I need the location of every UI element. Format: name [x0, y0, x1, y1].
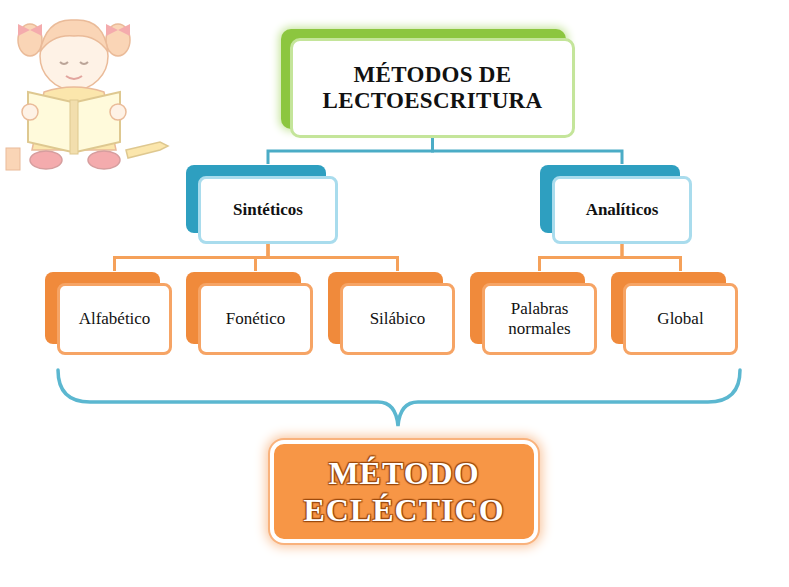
node-label: Global — [657, 309, 703, 329]
grouping-bracket — [58, 370, 740, 426]
node-label: Silábico — [370, 309, 426, 329]
node-label: Alfabético — [79, 309, 151, 329]
node-label: Sintéticos — [233, 200, 303, 220]
tree-connector — [268, 138, 433, 164]
method-box: Global — [623, 283, 738, 355]
result-box: MÉTODO ECLÉCTICO — [270, 440, 538, 543]
category-box: Sintéticos — [198, 176, 338, 244]
method-box: Fonético — [198, 283, 313, 355]
node-label: Fonético — [226, 309, 286, 329]
tree-connector — [115, 244, 269, 271]
reading-girl-illustration — [6, 20, 168, 170]
root-box: MÉTODOS DE LECTOESCRITURA — [290, 38, 575, 138]
node-label: Palabras normales — [493, 299, 586, 338]
tree-connector — [256, 244, 269, 271]
tree-connector — [433, 138, 623, 164]
method-box: Palabras normales — [482, 283, 597, 355]
node-label: MÉTODOS DE LECTOESCRITURA — [307, 62, 558, 115]
category-box: Analíticos — [552, 176, 692, 244]
tree-connector — [268, 244, 398, 271]
method-box: Alfabético — [57, 283, 172, 355]
tree-connector — [622, 244, 681, 271]
method-box: Silábico — [340, 283, 455, 355]
node-label: Analíticos — [586, 200, 659, 220]
node-label: MÉTODO ECLÉCTICO — [290, 455, 518, 529]
tree-connector — [540, 244, 623, 271]
